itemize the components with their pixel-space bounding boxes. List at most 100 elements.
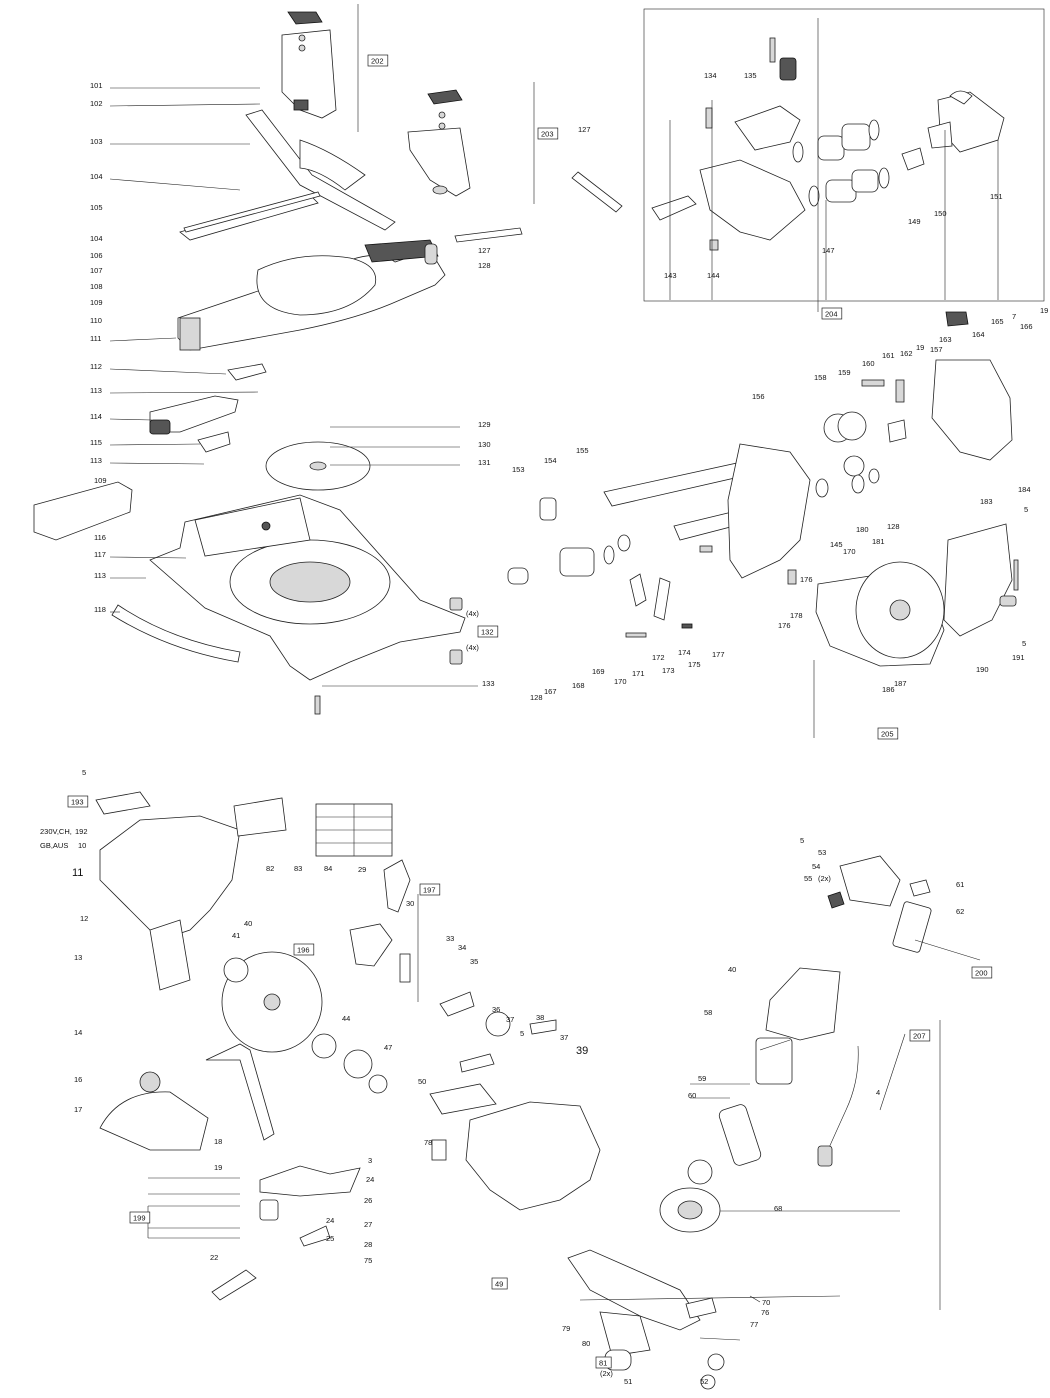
group-label-box xyxy=(821,307,843,320)
part-label: 102 xyxy=(90,99,103,108)
part-label: 107 xyxy=(90,266,103,275)
part-label: 109 xyxy=(94,476,107,485)
part-label: 112 xyxy=(90,362,102,371)
part-label: 39 xyxy=(576,1045,588,1057)
part-label: 113 xyxy=(90,386,102,395)
head-assembly xyxy=(95,791,601,1301)
upper-guard-assembly xyxy=(787,311,1019,667)
part-label: 110 xyxy=(90,316,102,325)
part-label: 50 xyxy=(418,1077,426,1086)
part-label: 131 xyxy=(478,458,491,467)
part-label: 128 xyxy=(530,693,543,702)
part-label: 68 xyxy=(774,1204,782,1213)
part-label: 28 xyxy=(364,1240,372,1249)
part-label: 10 xyxy=(78,841,86,850)
part-label: 143 xyxy=(664,271,677,280)
part-label: 12 xyxy=(80,914,88,923)
part-label: 5 xyxy=(520,1029,524,1038)
assembly-group-label: 49 xyxy=(491,1277,508,1290)
group-label-text: 132 xyxy=(481,628,494,637)
slide-rails-assembly xyxy=(507,443,811,638)
assembly-group-label: 196 xyxy=(293,943,315,956)
assembly-group-label: 203 xyxy=(537,127,559,140)
assembly-group-label: 197 xyxy=(419,883,441,896)
part-label: 105 xyxy=(90,203,103,212)
part-label: 34 xyxy=(458,943,466,952)
part-label: 186 xyxy=(882,685,895,694)
part-label: 177 xyxy=(712,650,725,659)
part-label: 44 xyxy=(342,1014,350,1023)
group-label-box xyxy=(909,1029,931,1042)
part-label: 118 xyxy=(94,605,106,614)
group-label-box xyxy=(67,795,89,808)
part-label: 109 xyxy=(90,298,103,307)
part-label: 174 xyxy=(678,648,691,657)
part-label: 163 xyxy=(939,335,952,344)
part-label: 19 xyxy=(1040,306,1048,315)
part-label: 104 xyxy=(90,172,103,181)
part-label: 33 xyxy=(446,934,454,943)
part-label: 128 xyxy=(478,261,491,270)
part-label: 230V,CH, xyxy=(40,827,72,836)
fence-assembly-203 xyxy=(407,89,471,197)
part-label: 144 xyxy=(707,271,720,280)
part-label: 187 xyxy=(894,679,907,688)
part-label: 27 xyxy=(364,1220,372,1229)
assembly-group-label: 193 xyxy=(67,795,89,808)
part-label: 40 xyxy=(244,919,252,928)
group-label-text: 193 xyxy=(71,798,84,807)
part-label: 151 xyxy=(990,192,1003,201)
part-label: 51 xyxy=(624,1377,632,1386)
part-label: 17 xyxy=(74,1105,82,1114)
part-label: 7 xyxy=(1012,312,1016,321)
part-label: 127 xyxy=(478,246,491,255)
part-label: 183 xyxy=(980,497,993,506)
part-label: 154 xyxy=(544,456,557,465)
part-label: 170 xyxy=(843,547,856,556)
rail-carriage-assembly xyxy=(651,37,1005,251)
part-label: 61 xyxy=(956,880,964,889)
part-label: 176 xyxy=(800,575,813,584)
group-label-text: 81 xyxy=(599,1359,607,1368)
group-label-text: 199 xyxy=(133,1214,146,1223)
part-label: 59 xyxy=(698,1074,706,1083)
part-label: 178 xyxy=(790,611,803,620)
part-label: 113 xyxy=(90,456,102,465)
assembly-group-label: 199 xyxy=(129,1211,151,1224)
part-label: 5 xyxy=(800,836,804,845)
part-label: 83 xyxy=(294,864,302,873)
part-label: 26 xyxy=(364,1196,372,1205)
part-label: 60 xyxy=(688,1091,696,1100)
part-label: 104 xyxy=(90,234,103,243)
part-label: GB,AUS xyxy=(40,841,68,850)
part-label: 101 xyxy=(90,81,103,90)
part-label: 171 xyxy=(632,669,645,678)
part-label: 5 xyxy=(1022,639,1026,648)
part-label: 130 xyxy=(478,440,491,449)
group-label-box xyxy=(477,625,499,638)
group-label-box xyxy=(367,54,389,67)
part-label: 75 xyxy=(364,1256,372,1265)
part-label: 37 xyxy=(560,1033,568,1042)
part-label: 25 xyxy=(326,1234,334,1243)
part-label: 166 xyxy=(1020,322,1033,331)
part-label: 149 xyxy=(908,217,921,226)
part-label: (4x) xyxy=(466,609,479,618)
part-label: 115 xyxy=(90,438,102,447)
part-label: 79 xyxy=(562,1324,570,1333)
part-label: 41 xyxy=(232,931,240,940)
part-label: 170 xyxy=(614,677,627,686)
part-label: 113 xyxy=(94,571,106,580)
part-label: 172 xyxy=(652,653,665,662)
box-204-frame xyxy=(643,8,1045,302)
part-label: 62 xyxy=(956,907,964,916)
part-label: 176 xyxy=(778,621,791,630)
part-label: 156 xyxy=(752,392,765,401)
group-label-text: 200 xyxy=(975,969,988,978)
part-label: 18 xyxy=(214,1137,222,1146)
part-label: 84 xyxy=(324,864,332,873)
part-label: 150 xyxy=(934,209,947,218)
part-label: (2x) xyxy=(600,1369,613,1378)
